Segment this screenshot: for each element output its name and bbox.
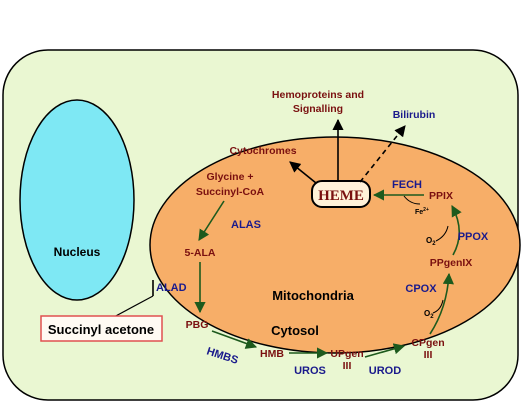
- nucleus-shape: [19, 99, 135, 301]
- arrow-glycine-to-ala: [198, 200, 225, 241]
- pbg-label: PBG: [186, 319, 209, 331]
- succinyl-acetone-connector: [111, 295, 154, 319]
- mitochondria-shape: [149, 136, 521, 354]
- enzyme-alas: ALAS: [231, 219, 261, 231]
- ala-label: 5-ALA: [185, 247, 216, 259]
- arrow-cpgen-to-ppgenix: [429, 272, 454, 335]
- upgen-label-line1: UPgen: [330, 348, 363, 360]
- enzyme-ppox: PPOX: [458, 231, 489, 243]
- arrow-heme-to-bilirubin: [359, 125, 406, 183]
- o2-top-curve: [435, 225, 449, 242]
- o2-top: O2: [426, 236, 436, 247]
- arrow-upgen-to-cpgen: [364, 343, 406, 358]
- cytosol-label: Cytosol: [271, 323, 319, 338]
- fe-label: Fe2+: [415, 207, 429, 216]
- cpgen-label-line1: CPgen: [411, 337, 444, 349]
- arrow-heme-to-cytochromes: [289, 161, 317, 184]
- hemoproteins-label-line1: Hemoproteins and: [272, 89, 364, 101]
- glycine-label-line2: Succinyl-CoA: [196, 186, 265, 198]
- upgen-label-line2: III: [343, 360, 352, 372]
- heme-box: [311, 180, 371, 208]
- glycine-label-line1: Glycine +: [207, 171, 254, 183]
- o2-bottom: O2: [424, 309, 434, 320]
- cpgen-label-line2: III: [424, 349, 433, 361]
- succinyl-acetone-box: [40, 315, 163, 342]
- arrow-ppgenix-to-ppix: [451, 205, 462, 256]
- arrow-pbg-to-hmb: [211, 330, 258, 349]
- cytochromes-label: Cytochromes: [229, 145, 296, 157]
- enzyme-urod: UROD: [369, 365, 401, 377]
- o2-bottom-curve: [432, 299, 444, 314]
- nucleus-label: Nucleus: [54, 245, 101, 259]
- enzyme-alad: ALAD: [156, 282, 187, 294]
- enzyme-fech: FECH: [392, 179, 422, 191]
- heme-label: HEME: [318, 188, 364, 204]
- hmb-label: HMB: [260, 348, 284, 360]
- ppix-label: PPIX: [429, 190, 453, 202]
- succinyl-acetone-label: Succinyl acetone: [48, 322, 154, 337]
- enzyme-cpox: CPOX: [405, 283, 437, 295]
- mitochondria-label: Mitochondria: [272, 288, 354, 303]
- hemoproteins-label-line2: Signalling: [293, 103, 343, 115]
- ppgenix-label: PPgenIX: [430, 257, 473, 269]
- bilirubin-label: Bilirubin: [393, 109, 436, 121]
- enzyme-uros: UROS: [294, 365, 326, 377]
- fe-curve: [403, 195, 421, 205]
